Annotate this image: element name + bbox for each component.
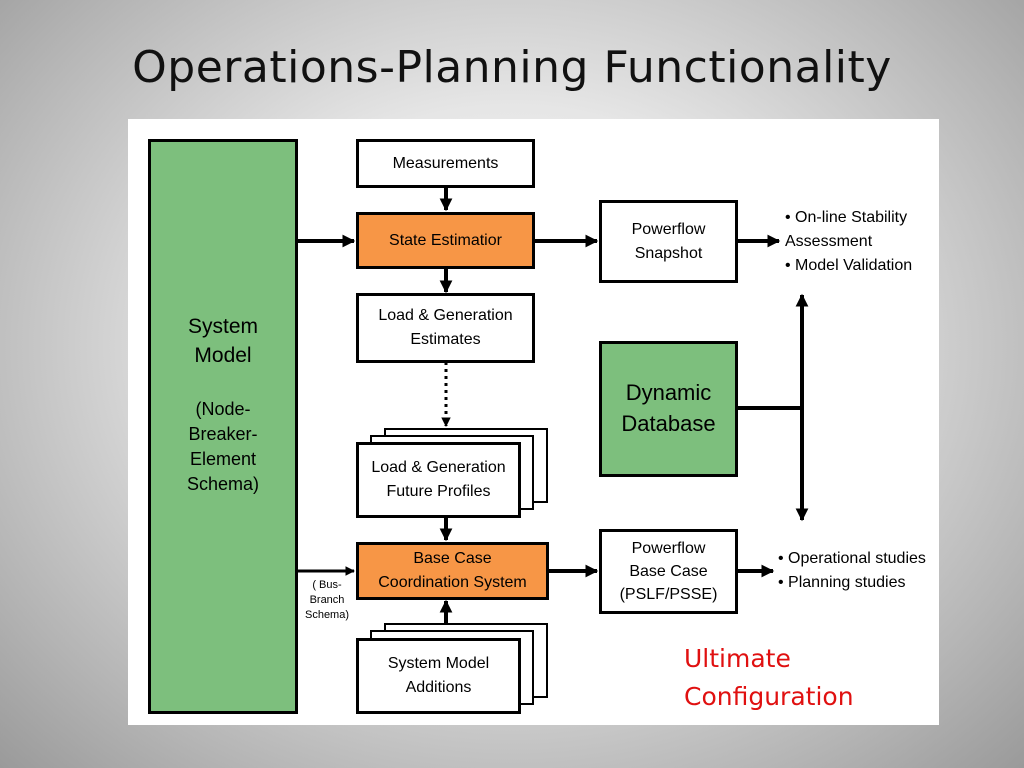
powerflow-base-case-line1: Powerflow xyxy=(631,539,706,557)
load-gen-future-line1: Load & Generation xyxy=(371,459,506,476)
system-model-label-line1: System xyxy=(187,315,258,338)
system-model-schema-line3: Element xyxy=(189,449,257,470)
ultimate-line2: Configuration xyxy=(684,682,854,711)
base-case-coordination-box: Base Case Coordination System xyxy=(356,542,549,600)
online-bullets: • On-line Stability Assessment • Model V… xyxy=(785,206,912,278)
ultimate-line1: Ultimate xyxy=(684,644,791,673)
powerflow-snapshot-box: Powerflow Snapshot xyxy=(599,200,738,283)
dynamic-database-box: Dynamic Database xyxy=(599,341,738,477)
system-model-additions-box: System Model Additions xyxy=(356,638,521,714)
load-gen-estimates-box: Load & Generation Estimates xyxy=(356,293,535,363)
state-estimator-label: State Estimatior xyxy=(389,231,502,249)
system-model-additions-line1: System Model xyxy=(387,655,490,672)
bus-branch-note: ( Bus- Branch Schema) xyxy=(297,578,357,623)
bus-branch-line2: Branch xyxy=(309,594,345,606)
online-bullet-assessment: Assessment xyxy=(785,233,873,250)
online-bullet-validation: • Model Validation xyxy=(785,257,913,274)
system-model-additions-line2: Additions xyxy=(405,679,472,696)
state-estimator-box: State Estimatior xyxy=(356,212,535,269)
ops-bullets: • Operational studies • Planning studies xyxy=(778,547,926,595)
powerflow-base-case-box: Powerflow Base Case (PSLF/PSSE) xyxy=(599,529,738,614)
powerflow-base-case-line2: Base Case xyxy=(629,562,708,580)
load-gen-future-box: Load & Generation Future Profiles xyxy=(356,442,521,518)
load-gen-estimates-line2: Estimates xyxy=(410,331,481,348)
dynamic-database-line2: Database xyxy=(621,411,716,436)
ops-bullet-planning: • Planning studies xyxy=(778,574,906,591)
slide-title: Operations-Planning Functionality xyxy=(132,42,892,93)
system-model-box: System Model (Node- Breaker- Element Sch… xyxy=(148,139,298,714)
system-model-schema-line4: Schema) xyxy=(186,474,260,495)
powerflow-snapshot-line1: Powerflow xyxy=(631,220,706,238)
online-bullet-stability: • On-line Stability xyxy=(785,209,908,226)
ultimate-configuration-label: Ultimate Configuration xyxy=(684,640,854,716)
system-model-schema-line1: (Node- xyxy=(195,398,251,419)
base-case-coordination-line2: Coordination System xyxy=(378,574,527,591)
load-gen-estimates-line1: Load & Generation xyxy=(378,307,513,324)
system-model-schema-line2: Breaker- xyxy=(188,423,258,444)
dynamic-database-line1: Dynamic xyxy=(625,380,712,406)
load-gen-future-line2: Future Profiles xyxy=(386,483,491,500)
measurements-label: Measurements xyxy=(392,154,499,172)
system-model-label-line2: Model xyxy=(194,344,252,368)
bus-branch-line1: ( Bus- xyxy=(312,579,342,591)
powerflow-base-case-line3: (PSLF/PSSE) xyxy=(619,586,718,604)
ops-bullet-operational: • Operational studies xyxy=(778,550,926,567)
bus-branch-line3: Schema) xyxy=(304,609,350,621)
measurements-box: Measurements xyxy=(356,139,535,188)
base-case-coordination-line1: Base Case xyxy=(413,550,492,567)
powerflow-snapshot-line2: Snapshot xyxy=(634,244,703,262)
